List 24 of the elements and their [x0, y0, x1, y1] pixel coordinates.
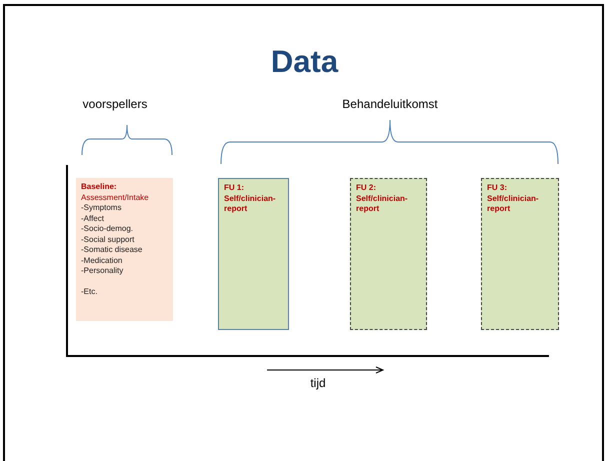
box-heading: FU 2: [356, 183, 377, 194]
list-item: -Social support [81, 234, 136, 245]
box-heading: Self/clinician-report [356, 194, 409, 214]
list-item: -Etc. [81, 286, 98, 297]
box-heading: Self/clinician-report [224, 194, 277, 214]
list-item: -Personality [81, 266, 124, 276]
follow-up-box [481, 178, 559, 330]
baseline-box [76, 178, 173, 321]
box-subheading: Assessment/Intake [81, 192, 150, 203]
list-item: -Medication [81, 256, 124, 266]
follow-up-box [218, 178, 289, 330]
box-heading: FU 3: [487, 183, 508, 194]
group-label: Behandeluitkomst [342, 97, 438, 111]
follow-up-box [350, 178, 427, 330]
box-heading: FU 1: [224, 183, 245, 194]
axis-label: tijd [310, 376, 326, 390]
box-heading: Baseline: [81, 182, 118, 192]
list-item: -Somatic disease [81, 245, 144, 256]
title: Data [270, 44, 340, 80]
list-item: -Affect [81, 214, 105, 224]
group-label: voorspellers [82, 97, 148, 111]
list-item: -Socio-demog. [81, 224, 134, 234]
list-item: -Symptoms [81, 203, 122, 214]
box-heading: Self/clinician-report [487, 194, 540, 214]
